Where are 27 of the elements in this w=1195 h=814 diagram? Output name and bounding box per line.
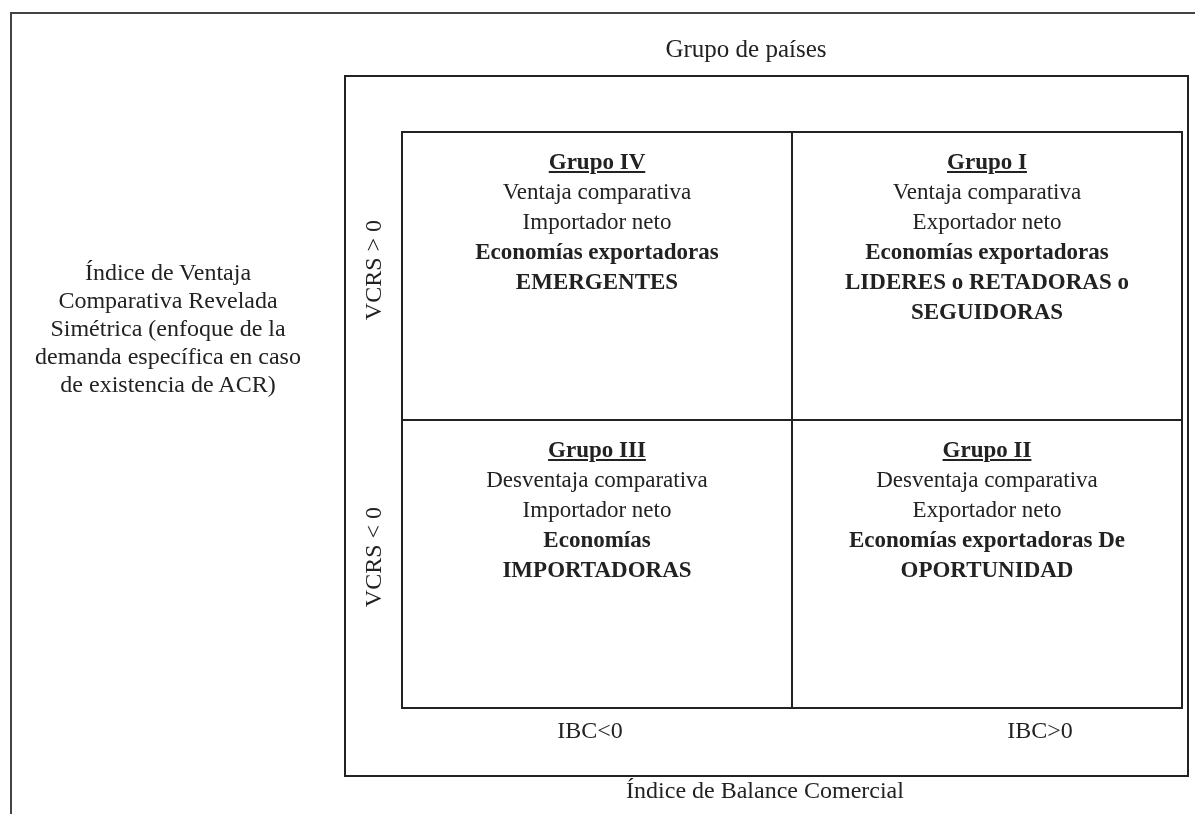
axis-title: IBC<0 [556, 716, 624, 744]
axis-title: IBC>0 [1006, 716, 1074, 744]
group-description: Economías exportadoras LIDERES o RETADORAS o SEGUIDORAS [844, 238, 1130, 326]
quadrant-cell [401, 131, 793, 421]
frame-heading: Grupo de países [664, 34, 828, 64]
group-heading: Grupo IV [548, 148, 646, 176]
quadrant-cell [791, 131, 1183, 421]
group-description: Economías exportadoras EMERGENTES [474, 238, 720, 296]
group-trait: Importador neto [522, 208, 672, 236]
group-heading: Grupo I [947, 148, 1027, 176]
group-trait: Importador neto [522, 496, 672, 524]
axis-title: Índice de Balance Comercial [625, 776, 905, 804]
axis-label: VCRS < 0 [359, 505, 387, 610]
group-trait: Exportador neto [912, 496, 1062, 524]
group-trait: Desventaja comparativa [486, 466, 708, 494]
group-trait: Exportador neto [912, 208, 1062, 236]
group-trait: Ventaja comparativa [892, 178, 1082, 206]
group-heading: Grupo III [548, 436, 646, 464]
axis-label: VCRS > 0 [359, 218, 387, 323]
group-heading: Grupo II [942, 436, 1032, 464]
axis-title: Índice de Ventaja Comparativa Revelada Simétrica (enfoque de la demanda específica en caso de existencia de ACR) [34, 258, 302, 398]
group-trait: Ventaja comparativa [502, 178, 692, 206]
quadrant-cell [791, 419, 1183, 709]
group-description: Economías IMPORTADORAS [501, 526, 693, 584]
group-description: Economías exportadoras De OPORTUNIDAD [848, 526, 1126, 584]
quadrant-cell [401, 419, 793, 709]
group-trait: Desventaja comparativa [876, 466, 1098, 494]
